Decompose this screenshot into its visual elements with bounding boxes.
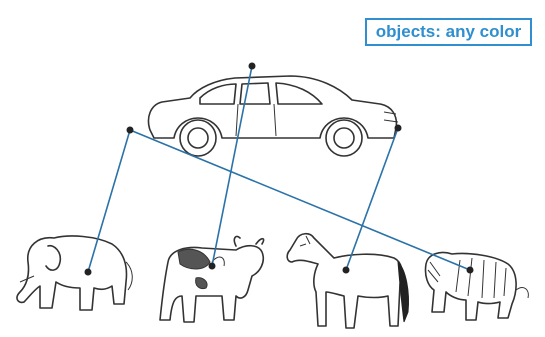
line-car-horse [346,128,398,270]
dot-tiger [467,267,474,274]
dot-horse [343,267,350,274]
cow-icon [160,236,264,322]
car-icon [149,76,399,156]
dot-car-left [127,127,134,134]
dot-car-right [395,125,402,132]
dot-car-top [249,63,256,70]
tiger-icon [425,252,528,320]
dot-elephant [85,269,92,276]
dot-cow [209,263,216,270]
elephant-icon [17,236,132,310]
line-car-elephant [88,130,130,272]
horse-icon [287,234,408,328]
